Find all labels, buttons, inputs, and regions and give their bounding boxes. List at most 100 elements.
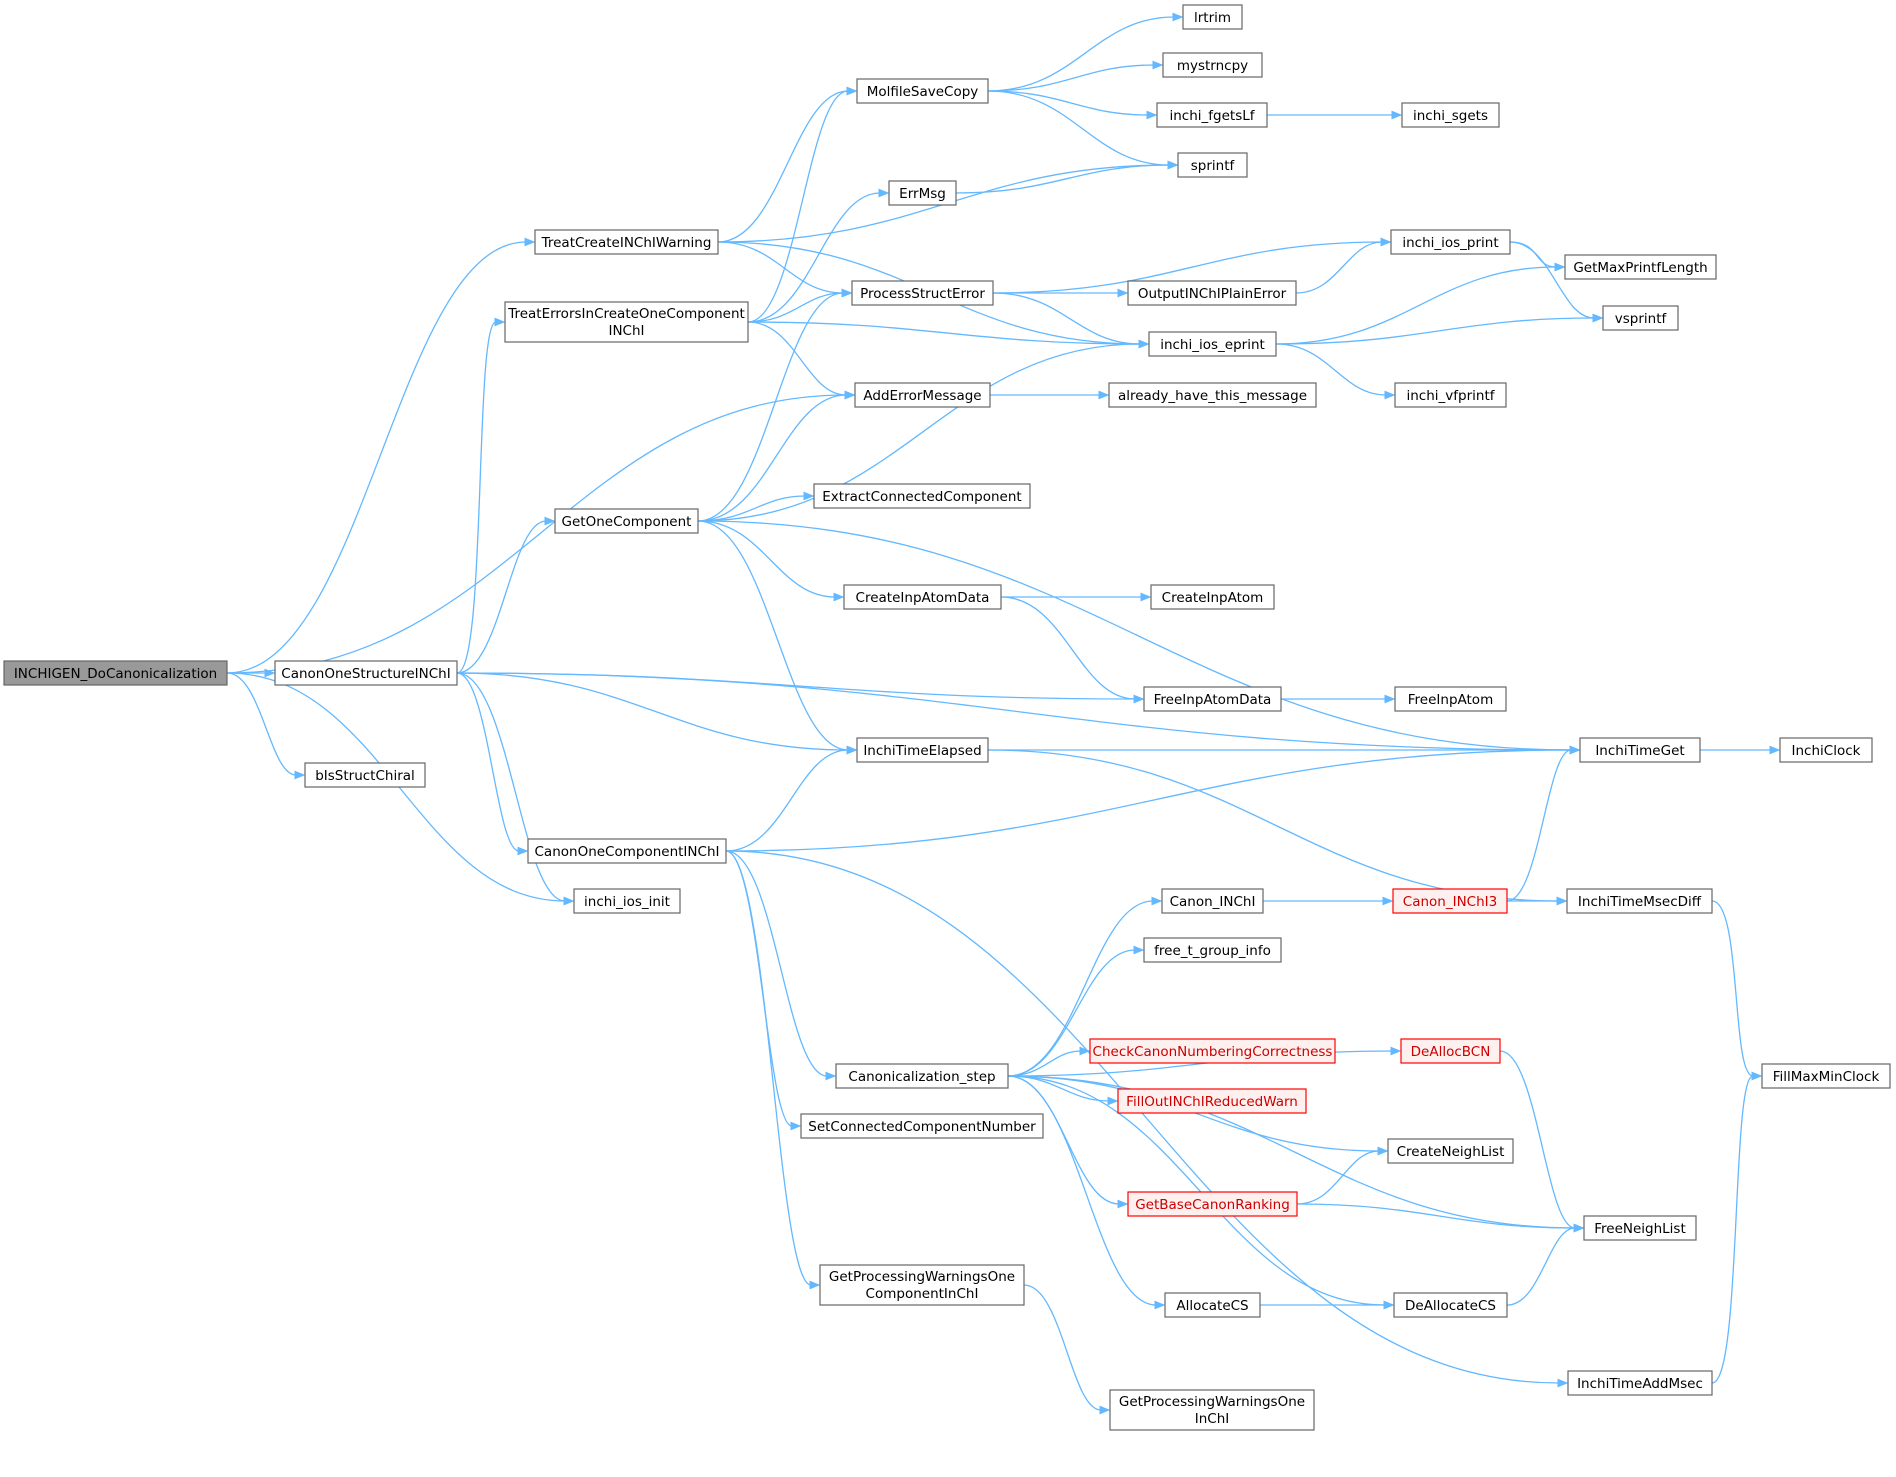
edge-getBaseCanon-to-freeNeighList xyxy=(1296,1203,1585,1233)
node-processstructerror[interactable]: ProcessStructError xyxy=(851,280,994,306)
edge-getOneComponent-to-inchiTimeElapsed xyxy=(697,520,858,755)
edge-molfileSaveCopy-to-mystrncpy xyxy=(987,60,1164,92)
node-createneighlist[interactable]: CreateNeighList xyxy=(1387,1138,1514,1164)
svg-text:FreeInpAtom: FreeInpAtom xyxy=(1408,692,1493,708)
node-inchi-ios-print[interactable]: inchi_ios_print xyxy=(1390,229,1511,255)
edge-treatErrors-to-errMsg xyxy=(747,188,890,323)
node-sprintf[interactable]: sprintf xyxy=(1177,152,1248,178)
edge-canonOneStructure-to-inchiIosInit xyxy=(456,672,575,906)
svg-text:inchi_ios_init: inchi_ios_init xyxy=(584,894,670,910)
edge-processStructError-to-outputPlainError xyxy=(992,288,1129,298)
edge-inchiIosEprint-to-inchiVfprintf xyxy=(1275,343,1396,400)
edge-inchiIosEprint-to-vsprintf xyxy=(1275,313,1604,345)
node-deallocatecs[interactable]: DeAllocateCS xyxy=(1393,1292,1508,1318)
node-already-have-this-message[interactable]: already_have_this_message xyxy=(1108,382,1317,408)
node-deallocbcn[interactable]: DeAllocBCN xyxy=(1400,1038,1501,1064)
edge-molfileSaveCopy-to-lrtrim xyxy=(987,12,1184,92)
svg-text:InchiTimeElapsed: InchiTimeElapsed xyxy=(863,743,981,759)
svg-text:sprintf: sprintf xyxy=(1191,158,1236,174)
node-inchigen-docanonicalization[interactable]: INCHIGEN_DoCanonicalization xyxy=(3,660,228,686)
edge-canonOneStructure-to-canonOneComponent xyxy=(456,672,529,856)
node-checkcanonnumberingcorrectness[interactable]: CheckCanonNumberingCorrectness xyxy=(1089,1038,1336,1064)
edge-canonicalizationStep-to-getBaseCanon xyxy=(1007,1075,1129,1209)
node-freeinpatomdata[interactable]: FreeInpAtomData xyxy=(1143,686,1282,712)
svg-text:INChI: INChI xyxy=(608,323,644,339)
node-inchitimeget[interactable]: InchiTimeGet xyxy=(1579,737,1701,763)
edge-canonInchi-to-canonInchi3 xyxy=(1262,896,1394,906)
svg-text:CreateInpAtom: CreateInpAtom xyxy=(1162,590,1264,606)
node-canononestructureinchi[interactable]: CanonOneStructureINChI xyxy=(274,660,458,686)
node-setconnectedcomponentnumber[interactable]: SetConnectedComponentNumber xyxy=(800,1113,1044,1139)
edge-errMsg-to-sprintf xyxy=(955,160,1179,194)
node-inchi-sgets[interactable]: inchi_sgets xyxy=(1401,102,1500,128)
node-molfilesavecopy[interactable]: MolfileSaveCopy xyxy=(856,78,989,104)
edge-canonInchi3-to-inchiTimeGet xyxy=(1506,745,1581,902)
node-filloutinchireducedwarn[interactable]: FillOutINChIReducedWarn xyxy=(1117,1088,1307,1114)
node-getprocessingwarningsoneinchi[interactable]: GetProcessingWarningsOne InChI xyxy=(1109,1389,1315,1431)
svg-text:ProcessStructError: ProcessStructError xyxy=(860,286,985,302)
node-inchi-ios-init[interactable]: inchi_ios_init xyxy=(573,888,681,914)
svg-text:FreeInpAtomData: FreeInpAtomData xyxy=(1154,692,1272,708)
edge-treatCreate-to-molfileSaveCopy xyxy=(717,86,858,243)
node-getbasecanonranking[interactable]: GetBaseCanonRanking xyxy=(1127,1191,1298,1217)
node-inchi-ios-eprint[interactable]: inchi_ios_eprint xyxy=(1148,331,1277,357)
edge-getBaseCanon-to-createNeighList xyxy=(1296,1146,1389,1205)
node-lrtrim[interactable]: lrtrim xyxy=(1182,4,1243,30)
node-vsprintf[interactable]: vsprintf xyxy=(1602,305,1679,331)
node-treatcreateinchiwarning[interactable]: TreatCreateINChIWarning xyxy=(534,229,719,255)
edge-canonOneComponent-to-getProcWarnComp xyxy=(725,850,821,1290)
edge-inchiTimeMsecDiff-to-fillMaxMinClock xyxy=(1711,900,1763,1081)
node-inchitimeaddmsec[interactable]: InchiTimeAddMsec xyxy=(1567,1370,1713,1396)
node-createinpatomdata[interactable]: CreateInpAtomData xyxy=(843,584,1002,610)
node-getprocessingwarningsonecomponentinchi[interactable]: GetProcessingWarningsOne ComponentInChI xyxy=(819,1264,1025,1306)
node-getmaxprintflength[interactable]: GetMaxPrintfLength xyxy=(1564,254,1717,280)
svg-text:vsprintf: vsprintf xyxy=(1615,311,1668,327)
svg-text:CreateNeighList: CreateNeighList xyxy=(1397,1144,1505,1160)
edge-getOneComponent-to-processStructError xyxy=(697,288,853,522)
node-canon-inchi3[interactable]: Canon_INChI3 xyxy=(1392,888,1508,914)
node-fillmaxminclock[interactable]: FillMaxMinClock xyxy=(1761,1063,1891,1089)
node-freeneighlist[interactable]: FreeNeighList xyxy=(1583,1215,1697,1241)
edge-canonOneComponent-to-inchiTimeGet xyxy=(725,745,1581,852)
node-canon-inchi[interactable]: Canon_INChI xyxy=(1161,888,1264,914)
svg-text:bIsStructChiral: bIsStructChiral xyxy=(315,768,415,784)
edge-inchiTimeAddMsec-to-fillMaxMinClock xyxy=(1711,1071,1763,1384)
node-freeinpatom[interactable]: FreeInpAtom xyxy=(1394,686,1507,712)
node-canononecomponentinchi[interactable]: CanonOneComponentINChI xyxy=(527,838,727,864)
edge-getOneComponent-to-addErrorMessage xyxy=(697,390,856,522)
node-outputinchiplainerror[interactable]: OutputINChIPlainError xyxy=(1127,280,1297,306)
node-adderrormessage[interactable]: AddErrorMessage xyxy=(854,382,991,408)
node-getonecomponent[interactable]: GetOneComponent xyxy=(554,508,699,534)
node-createinpatom[interactable]: CreateInpAtom xyxy=(1150,584,1275,610)
node-errmsg[interactable]: ErrMsg xyxy=(888,180,957,206)
svg-text:GetMaxPrintfLength: GetMaxPrintfLength xyxy=(1573,260,1707,276)
node-bisstructchiral[interactable]: bIsStructChiral xyxy=(304,762,426,788)
edge-getProcWarnComp-to-getProcWarnInchi xyxy=(1023,1284,1111,1415)
svg-text:inchi_ios_eprint: inchi_ios_eprint xyxy=(1160,337,1265,353)
svg-text:DeAllocateCS: DeAllocateCS xyxy=(1405,1298,1496,1314)
node-free-t-group-info[interactable]: free_t_group_info xyxy=(1143,937,1282,963)
node-inchitimeelapsed[interactable]: InchiTimeElapsed xyxy=(856,737,989,763)
edge-addErrorMessage-to-alreadyHave xyxy=(989,390,1110,400)
node-treaterrorsincreateonecomponentinchi[interactable]: TreatErrorsInCreateOneComponent INChI xyxy=(504,301,749,343)
svg-text:Canon_INChI: Canon_INChI xyxy=(1170,894,1256,910)
edge-createInpAtomData-to-freeInpAtomData xyxy=(1000,596,1145,704)
node-mystrncpy[interactable]: mystrncpy xyxy=(1162,52,1263,78)
node-inchitimemsecdiff[interactable]: InchiTimeMsecDiff xyxy=(1566,888,1713,914)
edge-processStructError-to-inchiIosEprint xyxy=(992,292,1150,349)
svg-text:CreateInpAtomData: CreateInpAtomData xyxy=(856,590,990,606)
svg-text:GetProcessingWarningsOne: GetProcessingWarningsOne xyxy=(829,1269,1015,1285)
node-inchi-vfprintf[interactable]: inchi_vfprintf xyxy=(1394,382,1507,408)
edge-inchiIosPrint-to-vsprintf xyxy=(1509,241,1604,323)
node-inchiclock[interactable]: InchiClock xyxy=(1779,737,1873,763)
edge-inchiIosEprint-to-getMaxPrintf xyxy=(1275,262,1566,345)
edge-treatErrors-to-inchiIosEprint xyxy=(747,321,1150,349)
edge-canonOneComponent-to-inchiTimeAddMsec xyxy=(725,850,1569,1388)
node-extractconnectedcomponent[interactable]: ExtractConnectedComponent xyxy=(813,483,1031,509)
node-canonicalization-step[interactable]: Canonicalization_step xyxy=(835,1063,1009,1089)
node-inchi-fgetslf[interactable]: inchi_fgetsLf xyxy=(1156,102,1268,128)
call-edges xyxy=(226,12,1781,1415)
svg-text:FillOutINChIReducedWarn: FillOutINChIReducedWarn xyxy=(1126,1094,1298,1110)
edge-getOneComponent-to-extractConnected xyxy=(697,491,815,522)
node-allocatecs[interactable]: AllocateCS xyxy=(1164,1292,1261,1318)
